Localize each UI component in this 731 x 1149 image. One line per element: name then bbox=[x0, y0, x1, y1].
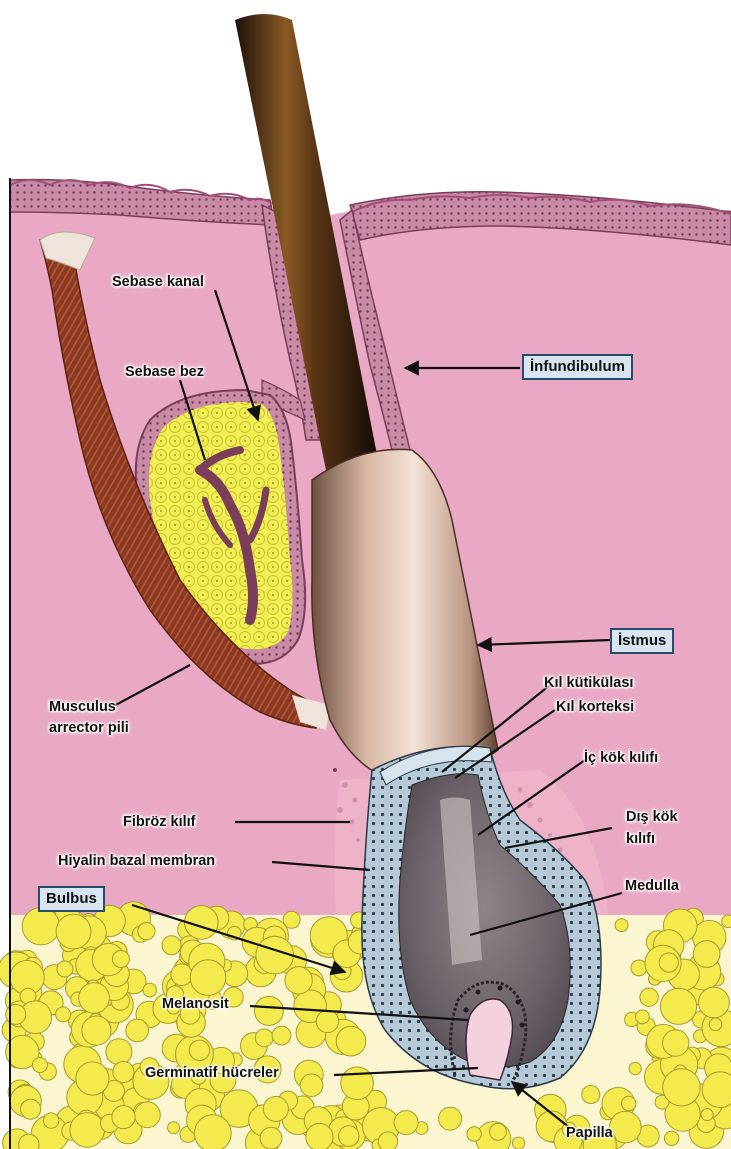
fat-cell bbox=[272, 1026, 291, 1045]
fat-cell bbox=[316, 1010, 338, 1032]
fat-cell bbox=[82, 1016, 111, 1045]
fat-cell bbox=[394, 1111, 418, 1135]
fat-cell bbox=[467, 1127, 481, 1141]
fat-cell bbox=[57, 961, 73, 977]
fat-cell bbox=[112, 1106, 135, 1129]
fat-cell bbox=[513, 1137, 525, 1149]
fat-cell bbox=[44, 1113, 59, 1128]
fat-cell bbox=[255, 1029, 273, 1047]
fat-cell bbox=[189, 1040, 209, 1060]
label-musculus-line2: arrector pili bbox=[49, 719, 129, 737]
fat-cell bbox=[112, 951, 129, 968]
label-medulla: Medulla bbox=[625, 877, 679, 895]
fat-cell bbox=[693, 941, 720, 968]
fat-cell bbox=[70, 1113, 105, 1148]
fat-cell bbox=[701, 1109, 713, 1121]
fat-cell bbox=[640, 988, 658, 1006]
label-istmus: İstmus bbox=[610, 628, 674, 654]
fat-cell bbox=[439, 1107, 462, 1130]
fat-cell bbox=[622, 1096, 636, 1110]
label-kil-korteksi: Kıl korteksi bbox=[556, 698, 634, 716]
fat-cell bbox=[126, 1019, 149, 1042]
fat-cell bbox=[190, 960, 226, 996]
label-sebase-bez: Sebase bez bbox=[125, 363, 204, 381]
fat-cell bbox=[283, 911, 300, 928]
fat-cell bbox=[194, 1115, 231, 1149]
fat-cell bbox=[660, 988, 696, 1024]
fat-cell bbox=[21, 1099, 41, 1119]
fat-cell bbox=[260, 1127, 282, 1149]
label-infundibulum: İnfundibulum bbox=[522, 354, 633, 380]
fat-cell bbox=[168, 1122, 180, 1134]
fat-cell bbox=[285, 967, 312, 994]
fat-cell bbox=[32, 1058, 47, 1073]
label-dis-kok-line1: Dış kök bbox=[626, 808, 678, 826]
fat-cell bbox=[254, 996, 283, 1025]
fat-cell bbox=[306, 1123, 333, 1149]
fat-cell bbox=[663, 1030, 689, 1056]
fat-cell bbox=[339, 1126, 360, 1147]
fat-cell bbox=[56, 1007, 71, 1022]
fat-cell bbox=[113, 1061, 134, 1082]
fat-cell bbox=[699, 987, 730, 1018]
fat-cell bbox=[341, 1067, 374, 1100]
fat-cell bbox=[135, 1102, 161, 1128]
fat-cell bbox=[664, 1131, 678, 1145]
fat-cell bbox=[6, 1004, 26, 1024]
fat-cell bbox=[56, 914, 91, 949]
fat-cell bbox=[162, 936, 181, 955]
fat-cell bbox=[659, 953, 678, 972]
fat-cell bbox=[709, 1018, 722, 1031]
fat-cell bbox=[636, 1010, 650, 1024]
fat-cell bbox=[138, 923, 155, 940]
label-bulbus: Bulbus bbox=[38, 886, 105, 912]
fat-cell bbox=[106, 1039, 132, 1065]
label-germinatif: Germinatif hücreler bbox=[145, 1064, 279, 1082]
label-ic-kok-kilifi: İç kök kılıfı bbox=[584, 749, 658, 767]
fat-cell bbox=[79, 983, 110, 1014]
fat-cell bbox=[615, 919, 628, 932]
label-hiyalin: Hiyalin bazal membran bbox=[58, 852, 215, 870]
fat-cell bbox=[629, 1062, 641, 1074]
label-papilla: Papilla bbox=[566, 1124, 613, 1142]
fat-cell bbox=[336, 1026, 366, 1056]
fat-cell bbox=[300, 1074, 323, 1097]
label-melanosit: Melanosit bbox=[162, 995, 229, 1013]
fat-cell bbox=[76, 1062, 109, 1095]
fat-cell bbox=[143, 983, 157, 997]
fat-cell bbox=[490, 1123, 507, 1140]
fat-cell bbox=[263, 1096, 288, 1121]
label-kil-kutikulasi: Kıl kütikülası bbox=[544, 674, 633, 692]
label-dis-kok-line2: kılıfı bbox=[626, 830, 655, 848]
fat-cell bbox=[722, 915, 731, 928]
fat-cell bbox=[22, 908, 59, 945]
fat-cell bbox=[582, 1086, 600, 1104]
fat-cell bbox=[663, 1069, 700, 1106]
fat-cell bbox=[378, 1132, 397, 1149]
label-fibroz-kilif: Fibröz kılıf bbox=[123, 813, 196, 831]
label-musculus-line1: Musculus bbox=[49, 698, 116, 716]
label-sebase-kanal: Sebase kanal bbox=[112, 273, 204, 291]
